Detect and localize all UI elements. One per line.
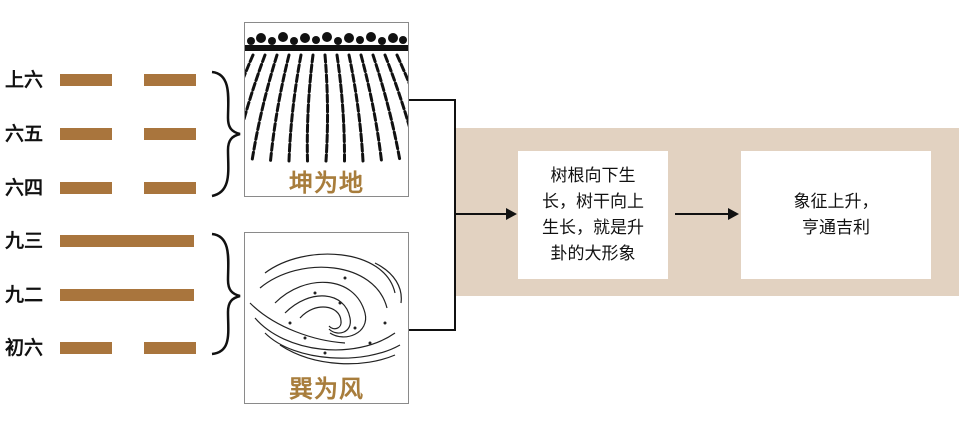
image-box-line-3: 生长，就是升	[542, 218, 644, 238]
hexagram-line-6-segment-1	[60, 342, 112, 354]
meaning-box-line-1: 象征上升，	[793, 192, 879, 212]
image-box: 树根向下生 长，树干向上 生长，就是升 卦的大形象	[518, 151, 668, 279]
meaning-box: 象征上升， 亨通吉利	[741, 151, 931, 279]
hexagram-line-5-segment-1	[60, 289, 194, 301]
furrow-10	[359, 53, 383, 163]
furrow-1	[245, 53, 255, 79]
line-label-second: 九二	[5, 284, 44, 306]
plowed-field-icon	[245, 23, 408, 163]
wind-swirl-icon	[249, 253, 402, 365]
kun-caption: 坤为地	[289, 169, 364, 197]
furrow-4	[269, 53, 291, 163]
line-label-fourth: 六四	[5, 177, 44, 199]
image-box-line-2: 长，树干向上	[542, 192, 644, 212]
hexagram-line-1-segment-2	[144, 74, 196, 86]
furrow-5	[287, 53, 303, 163]
lower-brace	[211, 232, 241, 356]
hexagram-line-2-segment-1	[60, 128, 112, 140]
hexagram-line-6-segment-2	[144, 342, 196, 354]
furrow-13	[395, 53, 408, 85]
line-label-top: 上六	[5, 69, 44, 91]
furrow-9	[347, 53, 365, 163]
hexagram-line-2-segment-2	[144, 128, 196, 140]
furrow-2	[245, 53, 267, 122]
connector-vertical	[454, 99, 456, 331]
image-box-line-1: 树根向下生	[550, 166, 636, 186]
line-label-bottom: 初六	[5, 337, 44, 359]
hexagram-line-4-segment-1	[60, 235, 194, 247]
connector-upper	[409, 99, 455, 101]
kun-earth-panel: 坤为地	[244, 22, 409, 197]
furrow-6	[305, 53, 315, 163]
image-box-line-4: 卦的大形象	[550, 244, 636, 264]
furrow-8	[335, 53, 347, 163]
xun-wind-panel: 巽为风	[244, 232, 409, 404]
xun-caption: 巽为风	[289, 375, 364, 403]
furrow-3	[250, 53, 279, 163]
hexagram-line-1-segment-1	[60, 74, 112, 86]
furrow-11	[371, 53, 402, 163]
hexagram-line-3-segment-2	[144, 182, 196, 194]
furrow-7	[323, 53, 330, 163]
line-label-fifth: 六五	[5, 123, 44, 145]
line-label-third: 九三	[5, 230, 44, 252]
hexagram-line-3-segment-1	[60, 182, 112, 194]
connector-lower	[409, 329, 455, 331]
upper-brace	[211, 70, 241, 198]
meaning-box-line-2: 亨通吉利	[802, 218, 870, 238]
furrow-12	[383, 53, 408, 128]
